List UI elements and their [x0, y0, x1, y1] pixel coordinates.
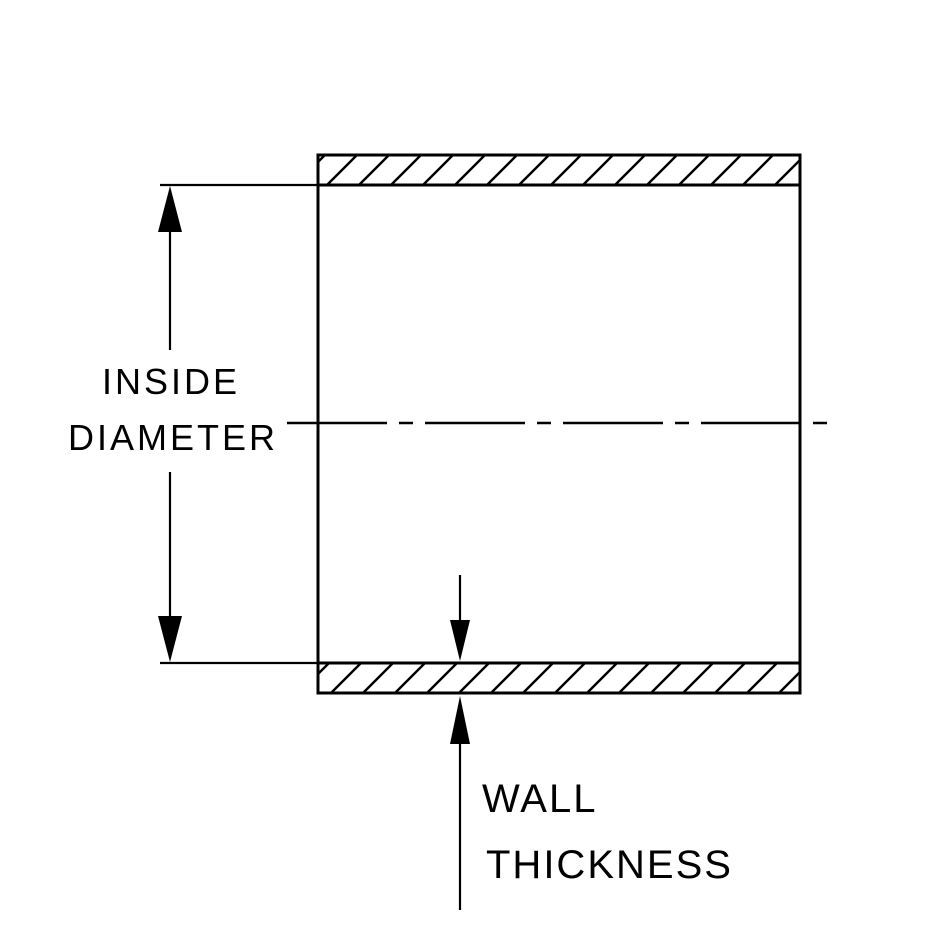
inside-diameter-arrow-down-icon	[158, 616, 182, 662]
inside-diameter-label-line2: DIAMETER	[68, 417, 278, 458]
inside-diameter-arrow-up-icon	[158, 186, 182, 232]
wall-thickness-label-line1: WALL	[482, 777, 597, 821]
wall-thickness-label-line2: THICKNESS	[486, 843, 733, 887]
inside-diameter-label-line1: INSIDE	[102, 361, 240, 402]
wall-thickness-arrow-down-icon	[450, 620, 470, 661]
tube-top-wall-hatch	[316, 153, 802, 187]
tube-bottom-wall-hatch	[316, 661, 802, 695]
wall-thickness-arrow-up-icon	[450, 696, 470, 744]
